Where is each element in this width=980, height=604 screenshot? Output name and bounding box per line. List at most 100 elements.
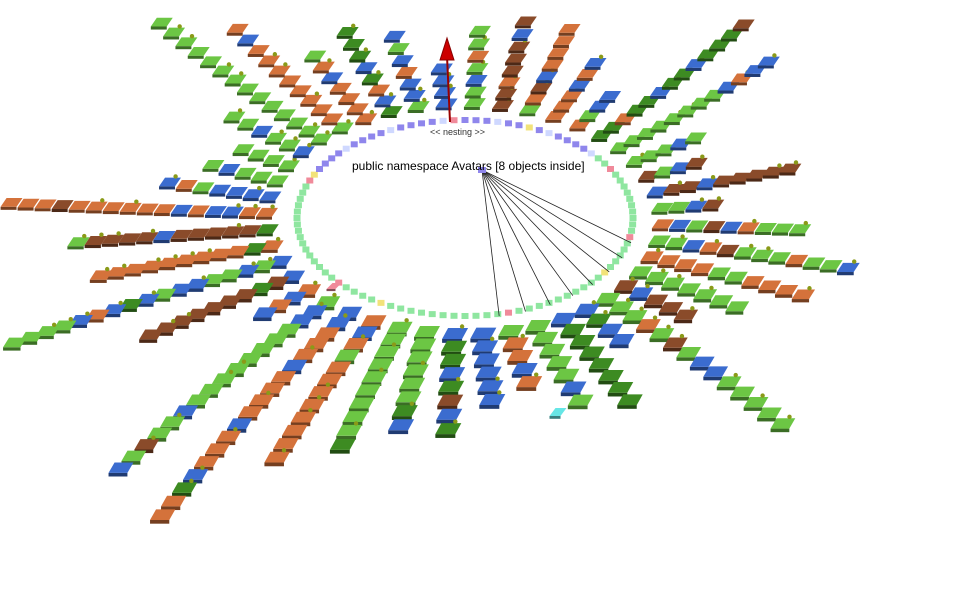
type-tile[interactable] (567, 394, 594, 410)
namespace-node[interactable] (302, 183, 310, 190)
type-tile[interactable] (501, 65, 524, 78)
type-tile[interactable] (716, 244, 740, 258)
type-tile[interactable] (709, 39, 732, 52)
type-tile[interactable] (579, 346, 605, 361)
namespace-node[interactable] (620, 246, 628, 253)
namespace-node[interactable] (580, 145, 588, 152)
type-tile[interactable] (558, 23, 581, 36)
type-tile[interactable] (150, 509, 176, 524)
namespace-node[interactable] (450, 117, 458, 124)
type-tile[interactable] (597, 323, 623, 338)
type-tile[interactable] (17, 198, 40, 211)
namespace-node[interactable] (612, 171, 620, 178)
type-tile[interactable] (648, 235, 671, 248)
type-tile[interactable] (403, 90, 426, 102)
type-tile[interactable] (436, 408, 463, 424)
type-tile[interactable] (286, 117, 309, 130)
type-tile[interactable] (338, 93, 361, 106)
type-tile[interactable] (617, 394, 643, 409)
type-tile[interactable] (242, 189, 265, 202)
type-tile[interactable] (768, 252, 792, 265)
namespace-node[interactable] (628, 227, 636, 234)
namespace-node[interactable] (494, 311, 502, 318)
namespace-node[interactable] (328, 274, 336, 281)
type-tile[interactable] (310, 133, 333, 146)
type-tile[interactable] (434, 87, 457, 99)
type-tile[interactable] (258, 55, 281, 68)
type-tile[interactable] (0, 197, 23, 210)
namespace-node[interactable] (316, 264, 324, 270)
type-tile[interactable] (175, 254, 199, 268)
type-tile[interactable] (106, 267, 130, 280)
type-tile[interactable] (252, 260, 276, 274)
type-tile[interactable] (689, 356, 715, 371)
type-tile[interactable] (690, 263, 715, 277)
type-tile[interactable] (646, 186, 669, 199)
type-tile[interactable] (223, 111, 246, 124)
type-tile[interactable] (663, 183, 686, 196)
namespace-node[interactable] (294, 202, 302, 209)
type-tile[interactable] (153, 230, 176, 244)
type-tile[interactable] (686, 220, 709, 233)
type-tile[interactable] (153, 204, 176, 217)
type-tile[interactable] (469, 25, 491, 38)
type-tile[interactable] (658, 302, 684, 316)
type-tile[interactable] (702, 199, 725, 212)
type-tile[interactable] (785, 254, 809, 268)
namespace-node[interactable] (368, 133, 376, 140)
type-tile[interactable] (226, 245, 250, 259)
namespace-node[interactable] (601, 269, 609, 276)
type-tile[interactable] (187, 205, 210, 218)
type-tile[interactable] (645, 271, 669, 286)
type-tile[interactable] (595, 292, 621, 307)
type-tile[interactable] (524, 93, 547, 106)
type-tile[interactable] (685, 132, 708, 145)
type-tile[interactable] (682, 240, 706, 253)
namespace-node[interactable] (626, 195, 634, 202)
namespace-node[interactable] (525, 305, 533, 312)
namespace-node[interactable] (504, 309, 512, 316)
type-tile[interactable] (699, 242, 723, 255)
namespace-node[interactable] (629, 215, 637, 221)
namespace-node[interactable] (359, 137, 367, 144)
namespace-node[interactable] (293, 215, 301, 221)
type-tile[interactable] (770, 418, 796, 433)
type-tile[interactable] (464, 86, 487, 99)
type-tile[interactable] (438, 380, 465, 396)
namespace-node[interactable] (620, 183, 628, 190)
type-tile[interactable] (346, 103, 369, 116)
type-tile[interactable] (268, 65, 291, 78)
type-tile[interactable] (468, 38, 491, 51)
type-tile[interactable] (292, 146, 315, 159)
type-tile[interactable] (560, 381, 587, 397)
type-tile[interactable] (402, 364, 429, 380)
namespace-node[interactable] (628, 202, 636, 209)
type-tile[interactable] (651, 219, 675, 232)
type-tile[interactable] (640, 251, 664, 265)
type-tile[interactable] (374, 95, 397, 108)
type-tile[interactable] (746, 169, 769, 182)
type-tile[interactable] (697, 49, 720, 62)
type-tile[interactable] (290, 411, 317, 427)
type-tile[interactable] (657, 255, 681, 269)
namespace-node[interactable] (616, 252, 624, 259)
type-tile[interactable] (651, 202, 674, 215)
type-tile[interactable] (720, 29, 743, 42)
type-tile[interactable] (539, 343, 566, 359)
type-tile[interactable] (791, 289, 816, 303)
type-tile[interactable] (278, 160, 300, 173)
type-tile[interactable] (479, 393, 506, 409)
type-tile[interactable] (774, 284, 799, 298)
type-tile[interactable] (312, 61, 335, 74)
type-tile[interactable] (342, 411, 369, 426)
type-tile[interactable] (331, 122, 354, 135)
type-tile[interactable] (549, 408, 567, 419)
type-tile[interactable] (441, 340, 468, 356)
namespace-node[interactable] (572, 288, 580, 295)
namespace-node[interactable] (461, 313, 469, 319)
namespace-node[interactable] (629, 221, 637, 228)
type-tile[interactable] (321, 72, 344, 85)
type-tile[interactable] (219, 269, 243, 283)
type-tile[interactable] (836, 262, 860, 276)
type-tile[interactable] (676, 346, 702, 361)
